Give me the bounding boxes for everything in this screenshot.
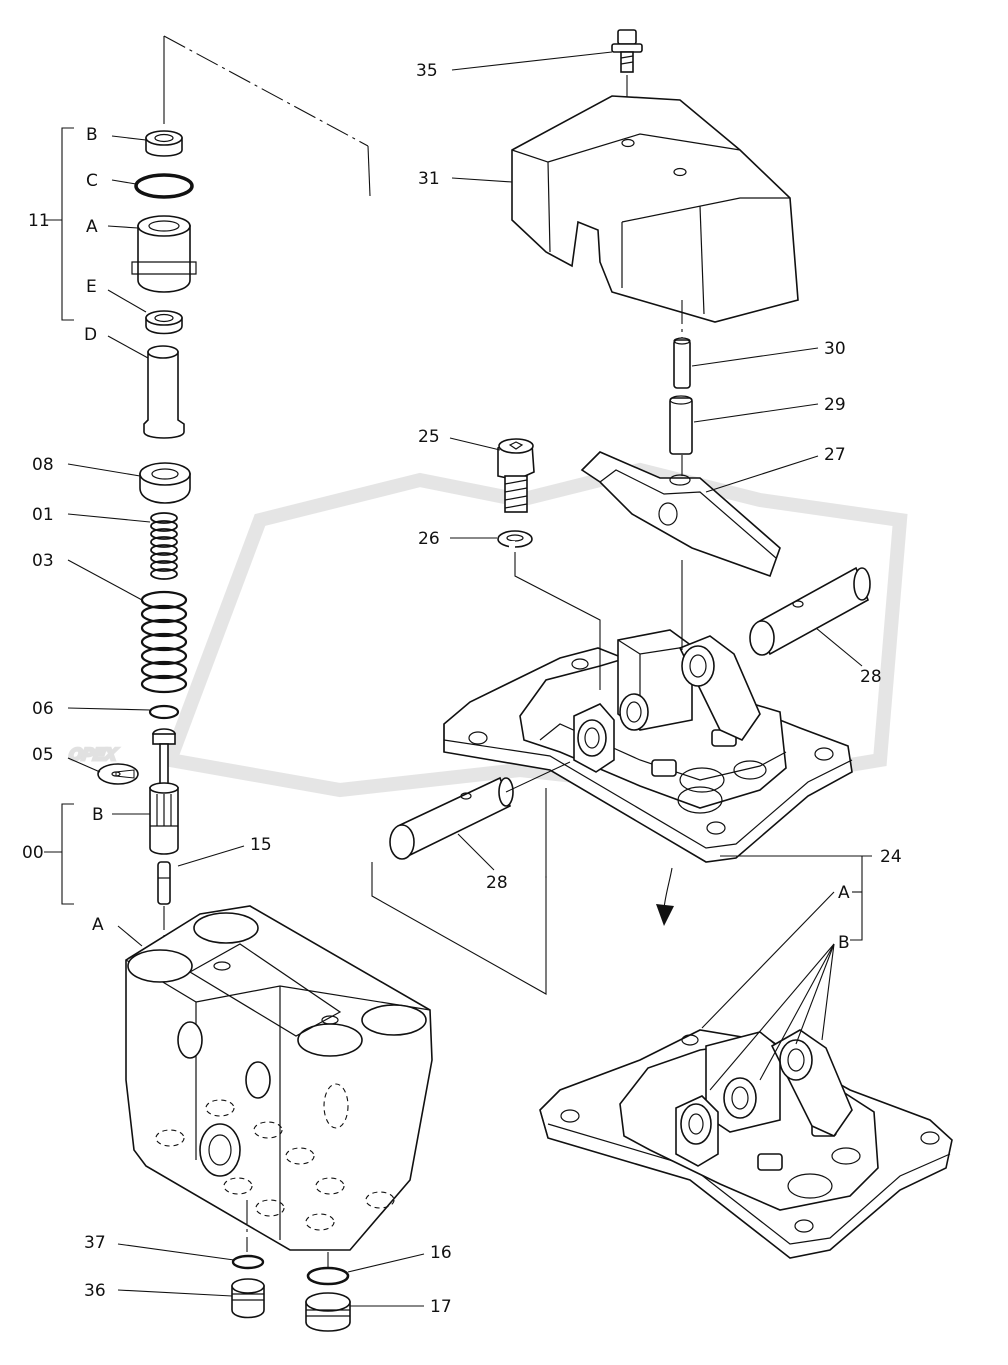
callout-31: 31	[418, 169, 440, 189]
spring-01	[150, 512, 178, 580]
callout-17: 17	[430, 1297, 452, 1317]
callout-11: 11	[28, 211, 50, 231]
valve-body	[125, 905, 433, 1251]
pin-15	[157, 861, 171, 905]
spring-03	[140, 590, 188, 694]
bolt-35	[611, 29, 643, 73]
spool-00b	[149, 728, 179, 855]
pin-30	[673, 337, 691, 389]
callout-06: 06	[32, 699, 54, 719]
spring-seat-08	[139, 462, 191, 504]
callout-11-c: C	[86, 171, 98, 191]
callout-26: 26	[418, 529, 440, 549]
callout-36: 36	[84, 1281, 106, 1301]
leader-lines	[67, 51, 872, 1307]
callout-05: 05	[32, 745, 54, 765]
callout-08: 08	[32, 455, 54, 475]
watermark-text: OPEX	[68, 745, 119, 764]
callout-24-b: B	[838, 933, 850, 953]
lever-27	[580, 451, 781, 578]
callout-37: 37	[84, 1233, 106, 1253]
spool-11d	[143, 345, 185, 439]
arrow-down-icon	[656, 867, 674, 926]
callout-15: 15	[250, 835, 272, 855]
callout-03: 03	[32, 551, 54, 571]
callout-00-a: A	[92, 915, 104, 935]
oring-11c	[134, 173, 194, 199]
callout-11-e: E	[86, 277, 97, 297]
watermark: OPEX	[66, 462, 908, 798]
callout-27: 27	[824, 445, 846, 465]
callout-24-a: A	[838, 883, 850, 903]
callout-00: 00	[22, 843, 44, 863]
shaft-28-left	[389, 776, 514, 860]
callout-25: 25	[418, 427, 440, 447]
bracket-11	[44, 127, 74, 321]
sleeve-11a	[131, 215, 197, 293]
bracket-00	[44, 803, 74, 905]
callout-29: 29	[824, 395, 846, 415]
washer-26	[497, 530, 533, 549]
bushing-29	[669, 395, 693, 455]
callout-11-d: D	[84, 325, 97, 345]
oring-16	[306, 1266, 350, 1286]
plug-17	[305, 1292, 351, 1332]
oring-37	[231, 1254, 265, 1270]
callout-11-b: B	[86, 125, 98, 145]
shaft-28-right	[749, 566, 871, 656]
washer-06	[148, 704, 180, 720]
bolt-25	[497, 438, 535, 513]
callout-35: 35	[416, 61, 438, 81]
plug-36	[231, 1278, 265, 1319]
callout-labels: 35 31 30 29 27 25 26 28 28 24 A B 11 B C…	[22, 61, 902, 1317]
ring-11e	[145, 310, 183, 335]
callout-11-a: A	[86, 217, 98, 237]
plate-detail	[539, 1029, 953, 1259]
callout-00-b: B	[92, 805, 104, 825]
callout-28-right: 28	[860, 667, 882, 687]
callout-01: 01	[32, 505, 54, 525]
callout-28-left: 28	[486, 873, 508, 893]
callout-16: 16	[430, 1243, 452, 1263]
ring-11b	[145, 130, 183, 157]
callout-30: 30	[824, 339, 846, 359]
clip-05	[97, 763, 139, 785]
cover-31	[511, 95, 799, 323]
plate-assembly-24	[443, 629, 853, 863]
callout-24: 24	[880, 847, 902, 867]
